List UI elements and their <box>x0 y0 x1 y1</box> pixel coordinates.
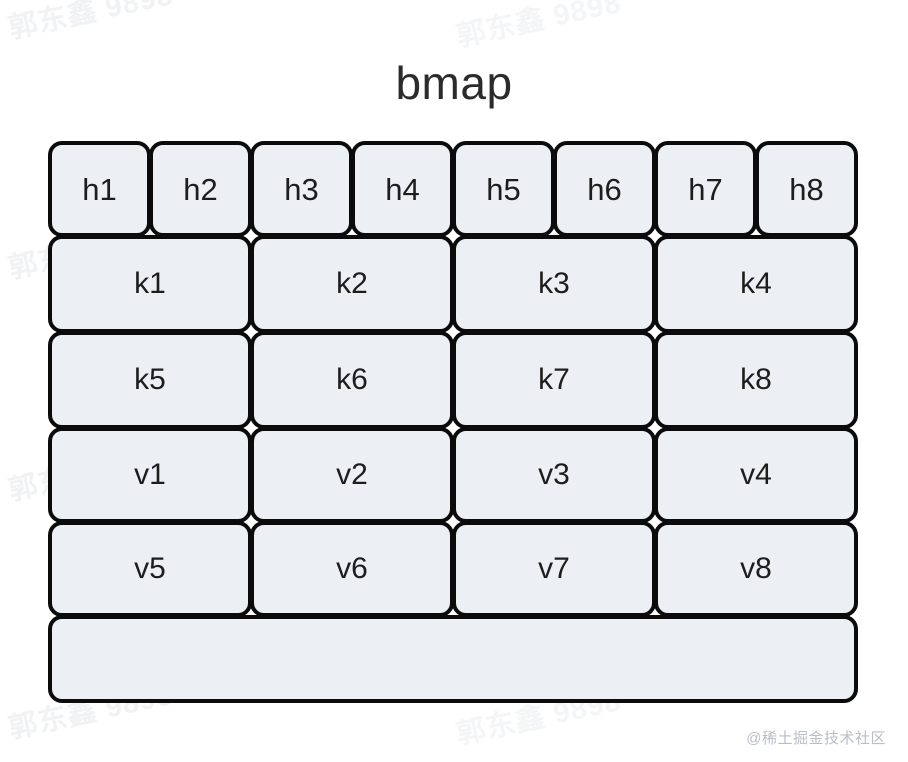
overflow-row <box>48 615 858 703</box>
cell-h8: h8 <box>755 141 858 237</box>
cell-k1: k1 <box>48 235 252 333</box>
cell-v3: v3 <box>452 427 656 523</box>
cell-h3: h3 <box>250 141 353 237</box>
cell-v6: v6 <box>250 521 454 617</box>
cell-h1: h1 <box>48 141 151 237</box>
cell-h4: h4 <box>351 141 454 237</box>
cell-h7: h7 <box>654 141 757 237</box>
cell-h2: h2 <box>149 141 252 237</box>
cell-k4: k4 <box>654 235 858 333</box>
cell-overflow-empty <box>48 615 858 703</box>
cell-h6: h6 <box>553 141 656 237</box>
cell-k3: k3 <box>452 235 656 333</box>
page-title: bmap <box>395 57 513 109</box>
cell-k8: k8 <box>654 331 858 429</box>
credit-text: @稀土掘金技术社区 <box>746 730 886 747</box>
cell-h5: h5 <box>452 141 555 237</box>
cell-k2: k2 <box>250 235 454 333</box>
cell-k7: k7 <box>452 331 656 429</box>
cell-k5: k5 <box>48 331 252 429</box>
cell-v8: v8 <box>654 521 858 617</box>
cell-v7: v7 <box>452 521 656 617</box>
cell-v2: v2 <box>250 427 454 523</box>
cell-v4: v4 <box>654 427 858 523</box>
cell-v5: v5 <box>48 521 252 617</box>
cell-v1: v1 <box>48 427 252 523</box>
cell-k6: k6 <box>250 331 454 429</box>
